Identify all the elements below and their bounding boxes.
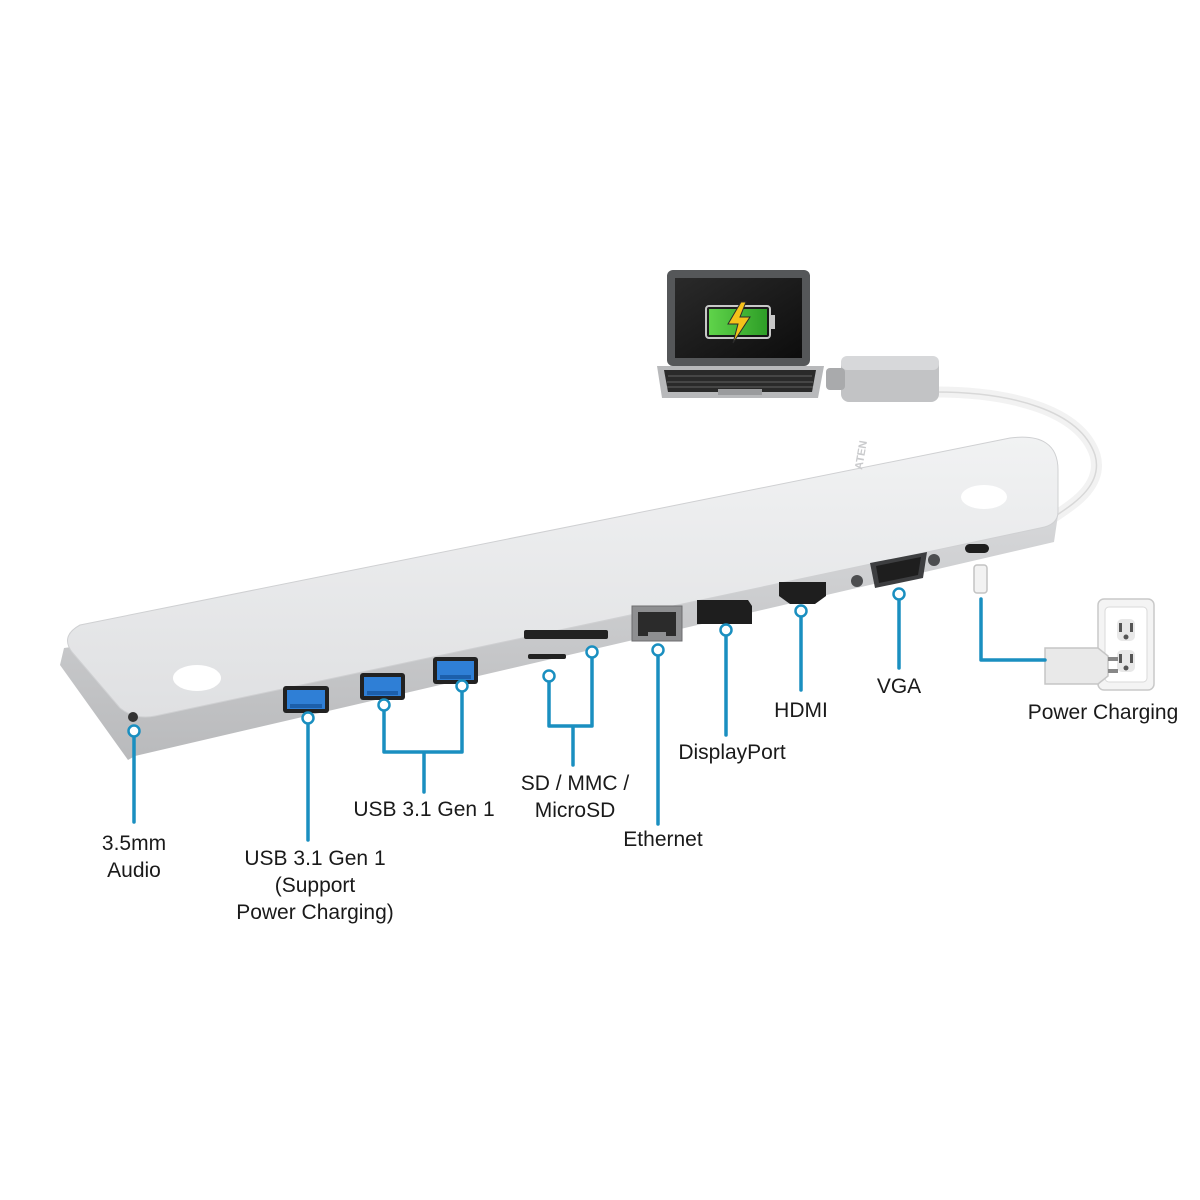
usb-port-power <box>283 686 329 713</box>
dot-audio <box>127 724 141 738</box>
label-audio-line2: Audio <box>107 859 161 882</box>
hdmi-port <box>779 582 826 604</box>
dot-usb-power <box>301 711 315 725</box>
label-vga-line1: VGA <box>876 675 922 698</box>
ethernet-port <box>631 605 683 642</box>
wall-outlet-icon <box>1097 598 1155 691</box>
label-card-reader-line2: MicroSD <box>534 799 616 822</box>
dot-usb-2 <box>377 698 391 712</box>
callout-usb-pair <box>382 684 464 794</box>
label-power-line1: Power Charging <box>1027 701 1179 724</box>
callout-lines <box>132 594 1047 842</box>
dot-sd <box>585 645 599 659</box>
dot-ethernet <box>651 643 665 657</box>
label-card-reader-line1: SD / MMC / <box>520 772 630 795</box>
usb-port-2 <box>360 673 405 700</box>
callout-dots <box>127 587 906 738</box>
vga-port <box>851 552 940 588</box>
label-displayport-line1: DisplayPort <box>678 741 786 764</box>
usb-port-3 <box>433 657 478 684</box>
callout-power <box>979 597 1047 662</box>
usb-c-port <box>965 544 989 553</box>
label-vga: VGA <box>859 673 939 700</box>
label-usb-power-line2: (Support <box>274 874 356 897</box>
label-usb-pair-line1: USB 3.1 Gen 1 <box>353 798 495 821</box>
sd-card-slot <box>524 630 608 659</box>
dot-vga <box>892 587 906 601</box>
label-hdmi: HDMI <box>756 697 846 724</box>
usb-c-plug-small <box>973 564 988 594</box>
dot-usb-3 <box>455 679 469 693</box>
displayport-port <box>697 600 752 624</box>
label-card-reader: SD / MMC / MicroSD <box>505 770 645 824</box>
label-power: Power Charging <box>1018 699 1188 726</box>
dot-hdmi <box>794 604 808 618</box>
label-usb-pair: USB 3.1 Gen 1 <box>334 796 514 823</box>
dot-displayport <box>719 623 733 637</box>
power-plug-icon <box>1044 647 1118 685</box>
brand-logo: ATEN <box>853 440 870 471</box>
label-audio-line1: 3.5mm <box>101 832 167 855</box>
usb-c-cable <box>826 356 1102 526</box>
docking-station: ATEN <box>60 436 1059 760</box>
label-ethernet: Ethernet <box>598 826 728 853</box>
battery-charging-icon <box>705 301 775 344</box>
label-usb-power-line3: Power Charging) <box>236 901 394 924</box>
label-displayport: DisplayPort <box>662 739 802 766</box>
label-usb-power: USB 3.1 Gen 1 (Support Power Charging) <box>210 845 420 926</box>
dot-microsd <box>542 669 556 683</box>
label-audio: 3.5mm Audio <box>74 830 194 884</box>
laptop-icon <box>657 270 824 398</box>
label-usb-power-line1: USB 3.1 Gen 1 <box>244 847 386 870</box>
label-ethernet-line1: Ethernet <box>623 828 703 851</box>
audio-jack <box>128 712 138 722</box>
callout-card-reader <box>547 650 594 767</box>
label-hdmi-line1: HDMI <box>774 699 828 722</box>
